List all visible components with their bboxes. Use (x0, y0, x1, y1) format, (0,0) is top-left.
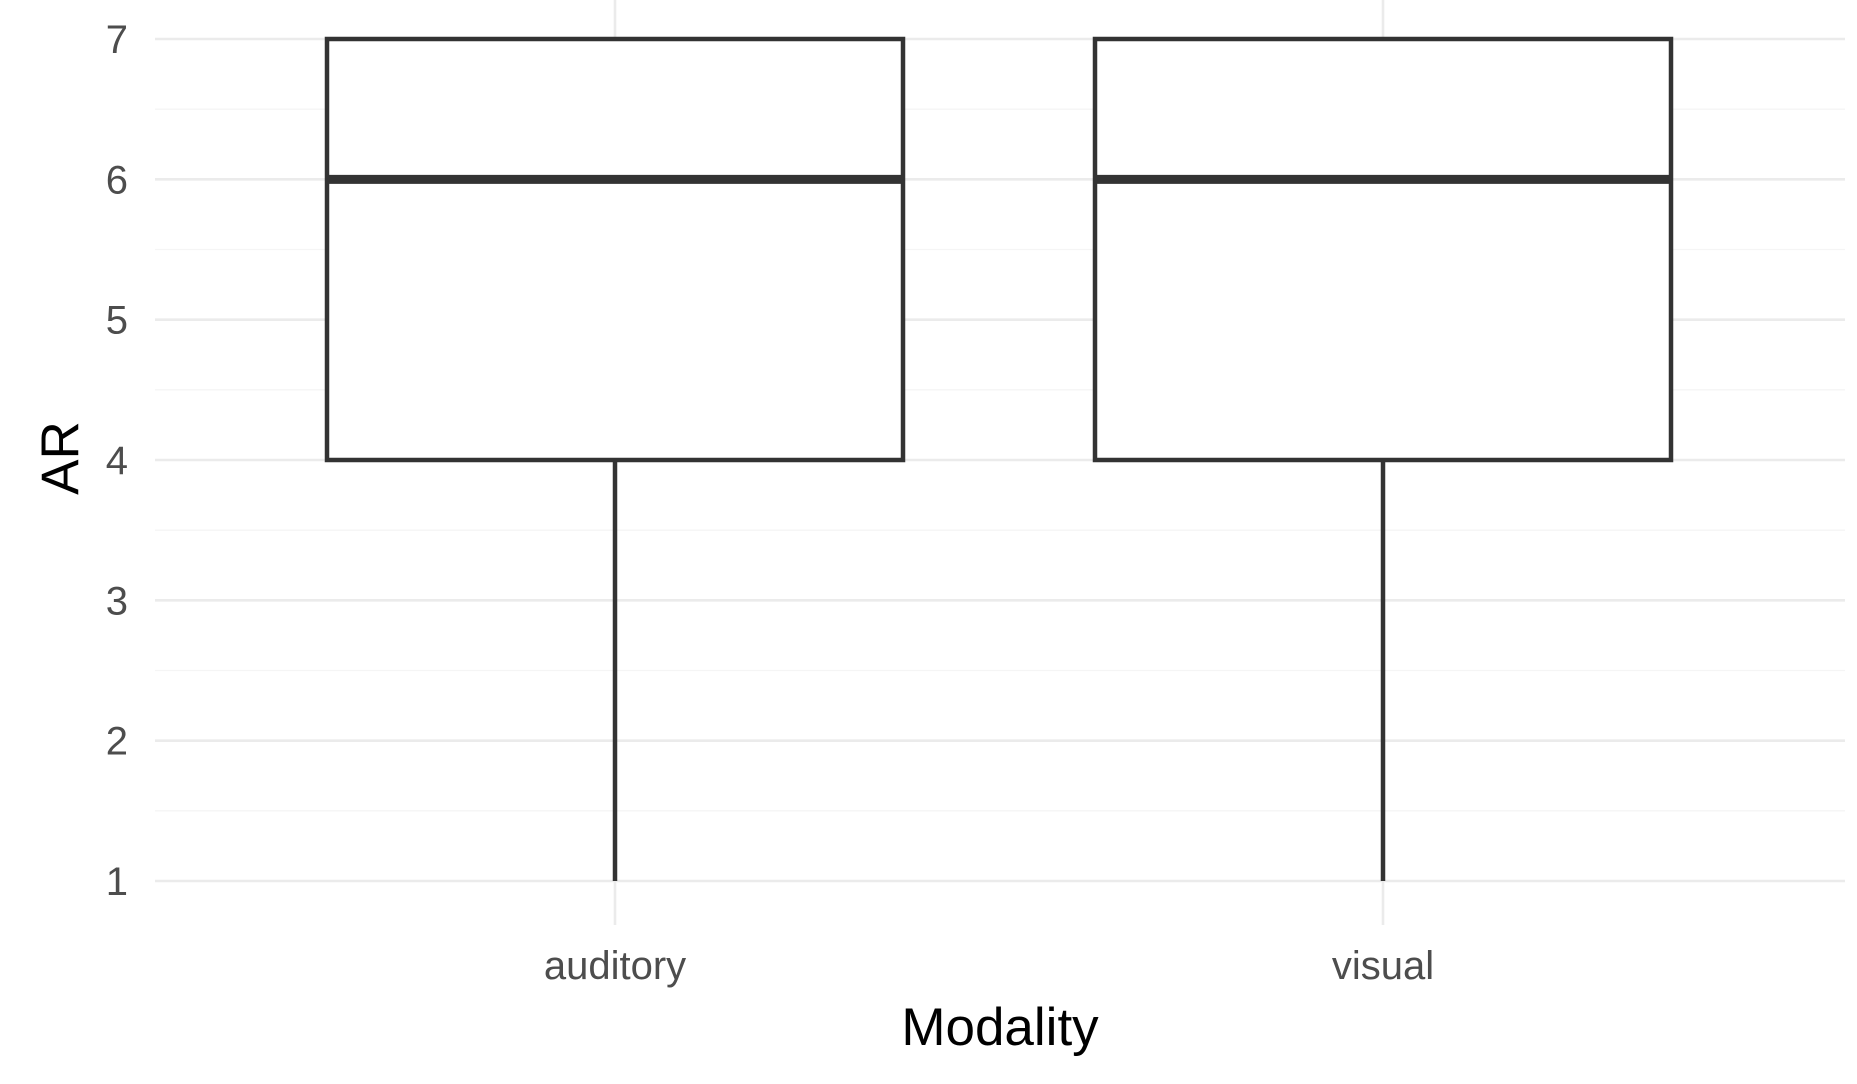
x-axis-tick-labels: auditory visual (544, 944, 1434, 988)
box-auditory (324, 36, 906, 881)
y-tick-label: 1 (106, 860, 128, 904)
y-tick-label: 5 (106, 299, 128, 343)
y-tick-label: 2 (106, 720, 128, 764)
box-plot-boxes (324, 36, 1674, 881)
x-tick-label: auditory (544, 944, 686, 988)
y-tick-label: 7 (106, 18, 128, 62)
x-tick-label: visual (1332, 944, 1434, 988)
x-axis-title: Modality (901, 998, 1099, 1057)
y-tick-label: 3 (106, 579, 128, 623)
interquartile-box (1092, 36, 1674, 463)
y-axis-tick-labels: 1 2 3 4 5 6 7 (106, 18, 128, 904)
y-tick-label: 6 (106, 158, 128, 202)
y-tick-label: 4 (106, 439, 128, 483)
y-axis-title: AR (31, 421, 90, 495)
interquartile-box (324, 36, 906, 463)
box-visual (1092, 36, 1674, 881)
